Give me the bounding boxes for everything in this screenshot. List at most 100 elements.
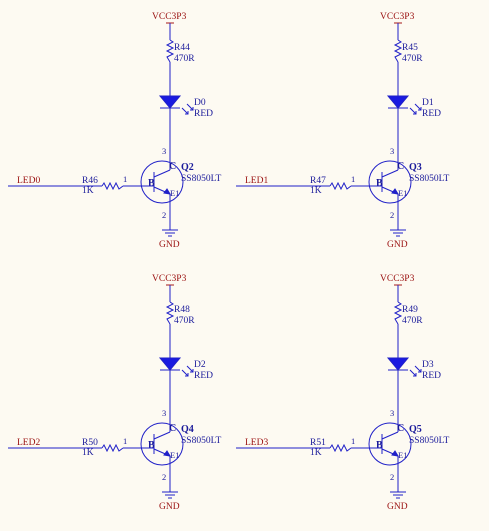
- emitter-pin-number: 2: [390, 210, 394, 220]
- resistor-symbol: [393, 39, 403, 63]
- power-label: VCC3P3: [152, 274, 187, 284]
- led-driver-circuit-3: VCC3P3R49470RD3RED3BCE1Q5SS8050LT2GNDLED…: [236, 274, 449, 512]
- emitter-pin-number: 2: [390, 472, 394, 482]
- input-net-label: LED0: [17, 176, 40, 186]
- led-ref: D0: [194, 98, 206, 108]
- led-symbol: [158, 95, 182, 109]
- led-symbol: [386, 357, 410, 371]
- transistor-circle: [140, 160, 184, 204]
- collector-pin-number: 3: [162, 408, 166, 418]
- led-emission-arrow: [409, 369, 417, 377]
- resistor-ref: R45: [402, 43, 418, 53]
- base-resistor-symbol: [329, 181, 352, 191]
- transistor-circle: [368, 422, 412, 466]
- resistor-ref: R48: [174, 305, 190, 315]
- transistor-circle: [368, 160, 412, 204]
- base-resistor-value: 1K: [310, 186, 322, 196]
- transistor-emitter-letter: E1: [398, 188, 407, 198]
- led-symbol: [386, 95, 410, 109]
- led-ref: D1: [422, 98, 434, 108]
- ground-label: GND: [387, 240, 408, 250]
- base-resistor-symbol: [101, 443, 124, 453]
- collector-pin-number: 3: [390, 408, 394, 418]
- transistor-emitter-arrow: [391, 188, 399, 195]
- input-net-label: LED2: [17, 438, 40, 448]
- power-label: VCC3P3: [380, 274, 415, 284]
- resistor-symbol: [165, 39, 175, 63]
- transistor-value: SS8050LT: [409, 174, 449, 184]
- led-ref: D3: [422, 360, 434, 370]
- transistor-emitter-arrow: [163, 450, 171, 457]
- led-driver-circuit-2: VCC3P3R48470RD2RED3BCE1Q4SS8050LT2GNDLED…: [8, 274, 221, 512]
- base-pin-number: 1: [351, 436, 355, 446]
- resistor-value: 470R: [402, 54, 423, 64]
- input-net-label: LED3: [245, 438, 268, 448]
- led-emission-arrow: [409, 107, 417, 115]
- transistor-collector-letter: C: [169, 161, 176, 172]
- transistor-collector-letter: C: [397, 423, 404, 434]
- input-net-label: LED1: [245, 176, 268, 186]
- transistor-collector-letter: C: [397, 161, 404, 172]
- transistor-value: SS8050LT: [181, 174, 221, 184]
- resistor-symbol: [165, 301, 175, 325]
- transistor-emitter-arrow: [391, 450, 399, 457]
- transistor-collector-leg: [153, 431, 171, 440]
- base-resistor-symbol: [101, 181, 124, 191]
- transistor-value: SS8050LT: [409, 436, 449, 446]
- transistor-emitter-letter: E1: [170, 188, 179, 198]
- resistor-symbol: [393, 301, 403, 325]
- base-resistor-ref: R50: [82, 438, 98, 448]
- transistor-base-letter: B: [148, 178, 155, 189]
- base-pin-number: 1: [123, 436, 127, 446]
- resistor-ref: R44: [174, 43, 190, 53]
- led-value: RED: [194, 109, 213, 119]
- ground-label: GND: [387, 502, 408, 512]
- led-emission-arrow: [186, 103, 194, 111]
- led-driver-circuit-0: VCC3P3R44470RD0RED3BCE1Q2SS8050LT2GNDLED…: [8, 12, 221, 250]
- transistor-collector-leg: [153, 169, 171, 178]
- base-resistor-symbol: [329, 443, 352, 453]
- power-label: VCC3P3: [152, 12, 187, 22]
- base-resistor-value: 1K: [310, 448, 322, 458]
- transistor-collector-leg: [381, 431, 399, 440]
- transistor-ref: Q3: [409, 162, 422, 173]
- led-ref: D2: [194, 360, 206, 370]
- led-emission-arrow: [414, 365, 422, 373]
- base-resistor-value: 1K: [82, 448, 94, 458]
- transistor-value: SS8050LT: [181, 436, 221, 446]
- transistor-emitter-letter: E1: [398, 450, 407, 460]
- resistor-ref: R49: [402, 305, 418, 315]
- resistor-value: 470R: [174, 54, 195, 64]
- transistor-ref: Q4: [181, 424, 194, 435]
- transistor-emitter-letter: E1: [170, 450, 179, 460]
- led-emission-arrow: [186, 365, 194, 373]
- resistor-value: 470R: [174, 316, 195, 326]
- transistor-ref: Q5: [409, 424, 422, 435]
- transistor-base-letter: B: [376, 178, 383, 189]
- emitter-pin-number: 2: [162, 472, 166, 482]
- ground-label: GND: [159, 502, 180, 512]
- base-pin-number: 1: [351, 174, 355, 184]
- base-resistor-ref: R47: [310, 176, 326, 186]
- led-emission-arrow: [181, 107, 189, 115]
- led-value: RED: [422, 109, 441, 119]
- collector-pin-number: 3: [162, 146, 166, 156]
- led-emission-arrow: [181, 369, 189, 377]
- transistor-collector-letter: C: [169, 423, 176, 434]
- power-label: VCC3P3: [380, 12, 415, 22]
- base-resistor-value: 1K: [82, 186, 94, 196]
- led-value: RED: [422, 371, 441, 381]
- transistor-base-letter: B: [376, 440, 383, 451]
- transistor-emitter-arrow: [163, 188, 171, 195]
- transistor-circle: [140, 422, 184, 466]
- led-value: RED: [194, 371, 213, 381]
- base-resistor-ref: R46: [82, 176, 98, 186]
- emitter-pin-number: 2: [162, 210, 166, 220]
- collector-pin-number: 3: [390, 146, 394, 156]
- led-symbol: [158, 357, 182, 371]
- base-resistor-ref: R51: [310, 438, 326, 448]
- led-emission-arrow: [414, 103, 422, 111]
- transistor-ref: Q2: [181, 162, 194, 173]
